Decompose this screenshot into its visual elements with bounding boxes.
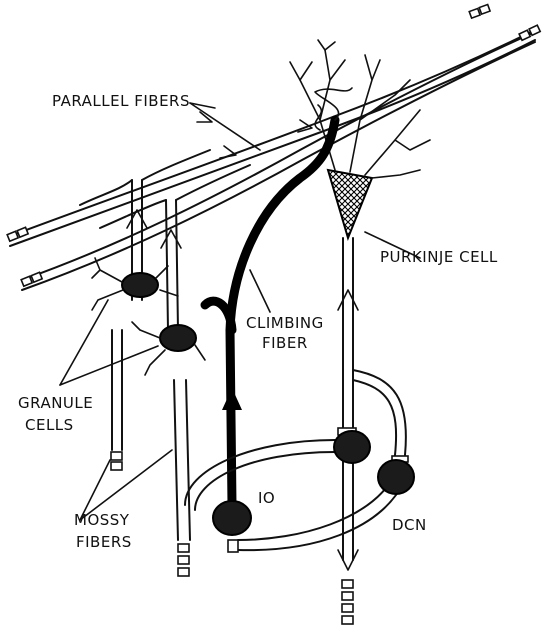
label-mossy-fibers-1: MOSSY	[74, 511, 130, 529]
dcn-cell-lower	[378, 460, 414, 494]
label-dcn: DCN	[392, 516, 427, 534]
io-nucleus	[213, 501, 251, 535]
label-climbing-fiber-1: CLIMBING	[246, 314, 324, 332]
climbing-fiber	[205, 88, 352, 505]
label-mossy-fibers-2: FIBERS	[76, 533, 132, 551]
dcn-cell-upper	[334, 431, 370, 463]
label-granule-cells-1: GRANULE	[18, 394, 93, 412]
label-parallel-fibers: PARALLEL FIBERS	[52, 92, 190, 110]
label-climbing-fiber-2: FIBER	[262, 334, 308, 352]
granule-cells	[92, 258, 205, 375]
label-purkinje-cell: PURKINJE CELL	[380, 248, 498, 266]
olivary-loop	[185, 440, 405, 552]
label-io: IO	[258, 489, 275, 507]
label-granule-cells-2: CELLS	[25, 416, 74, 434]
